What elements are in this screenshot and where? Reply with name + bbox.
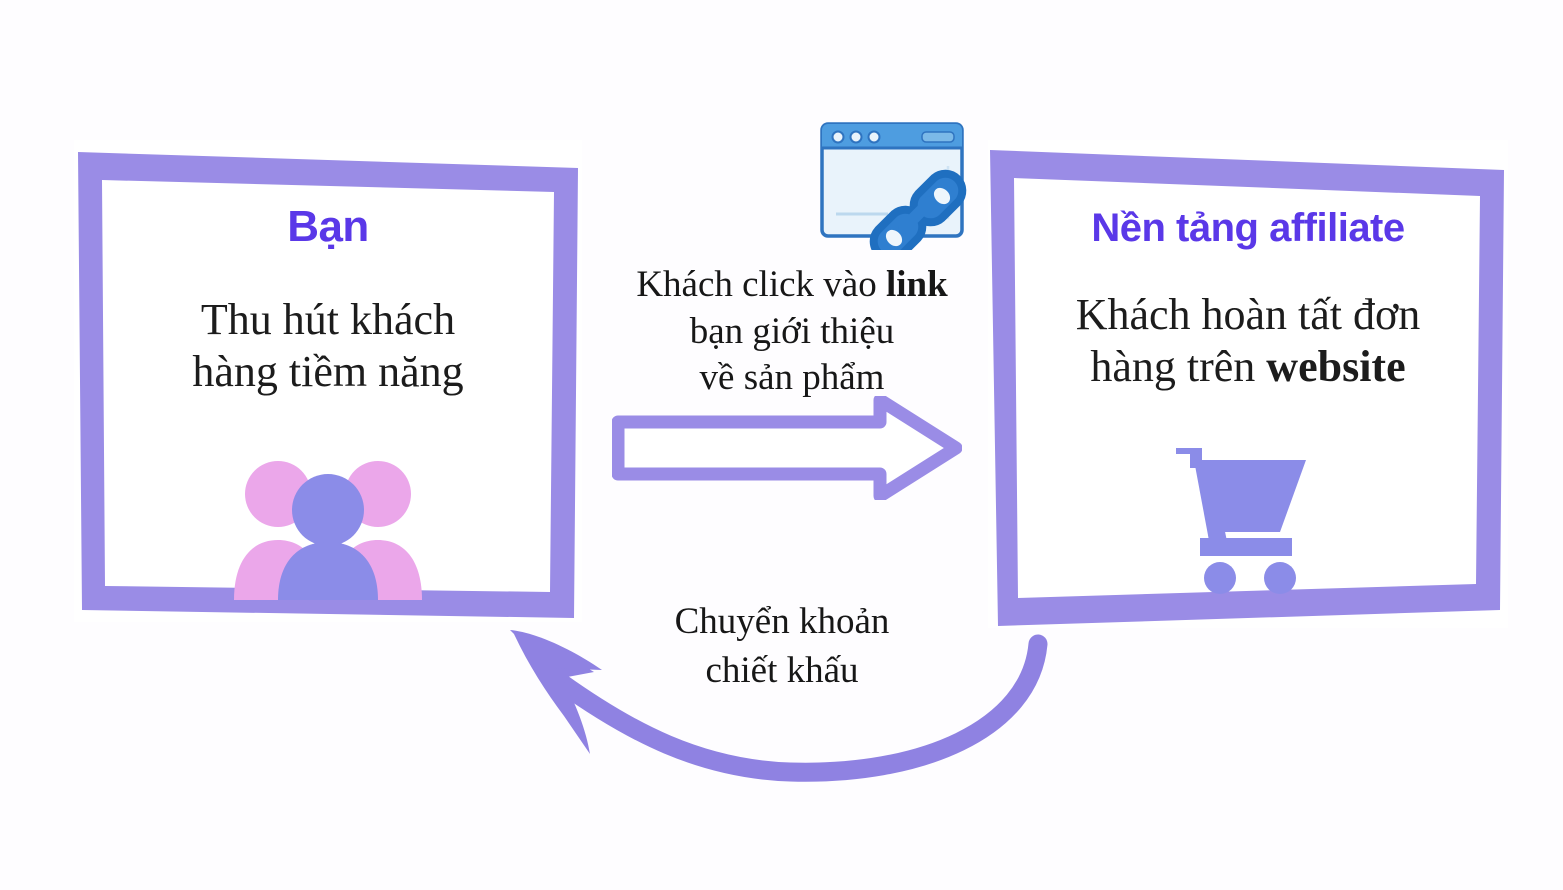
left-box-body-line1: Thu hút khách <box>200 295 456 344</box>
left-box-body-line2: hàng tiềm năng <box>192 346 464 396</box>
center-caption-line3: về sản phẩm <box>699 357 885 399</box>
right-box-title: Nền tảng affiliate <box>1091 206 1405 250</box>
bottom-caption-line2: chiết khấu <box>705 649 859 691</box>
bottom-caption-line1: Chuyển khoản <box>674 601 890 642</box>
browser-link-icon <box>820 122 967 250</box>
left-box-body: Thu hút khách hàng tiềm năng <box>192 294 463 398</box>
center-caption-line1: Khách click vào link <box>592 262 992 309</box>
right-flow-box: Nền tảng affiliate Khách hoàn tất đơn hà… <box>988 140 1508 628</box>
right-box-content: Nền tảng affiliate Khách hoàn tất đơn hà… <box>988 140 1508 628</box>
shopping-cart-icon <box>1176 448 1306 594</box>
center-caption-line1-bold: link <box>885 264 948 305</box>
center-caption: Khách click vào link bạn giới thiệu về s… <box>592 262 992 402</box>
left-box-content: Bạn Thu hút khách hàng tiềm năng <box>74 140 582 622</box>
right-box-body-line2-bold: website <box>1266 341 1406 391</box>
right-box-body-line2: hàng trên website <box>1076 341 1421 393</box>
center-caption-line2: bạn giới thiệu <box>689 310 895 352</box>
arrow-right-outline-icon <box>612 396 962 500</box>
right-box-body-line2-plain: hàng trên <box>1090 341 1267 391</box>
left-box-title: Bạn <box>287 202 369 251</box>
arrow-curved-left-icon <box>510 630 1048 782</box>
right-box-body: Khách hoàn tất đơn hàng trên website <box>1076 289 1421 393</box>
center-caption-line1-plain: Khách click vào <box>636 264 886 305</box>
right-box-body-line1: Khách hoàn tất đơn <box>1075 290 1421 339</box>
bottom-caption: Chuyển khoản chiết khấu <box>612 598 952 696</box>
people-group-icon <box>234 461 422 600</box>
